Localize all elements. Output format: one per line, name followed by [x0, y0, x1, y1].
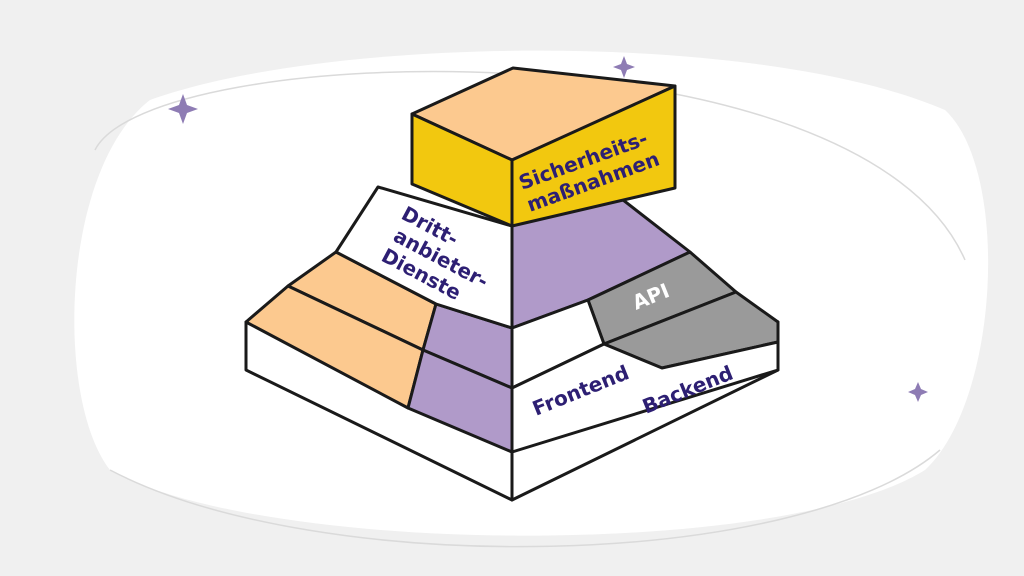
- sparkle-icon: [908, 382, 928, 402]
- third-party-panel: [334, 185, 514, 330]
- sparkle-icon: [613, 56, 635, 78]
- security-box-side: [510, 84, 677, 228]
- decorative-arc: [109, 449, 941, 548]
- frontend-backend-strip: [510, 340, 780, 454]
- sparkle-icon: [168, 94, 198, 124]
